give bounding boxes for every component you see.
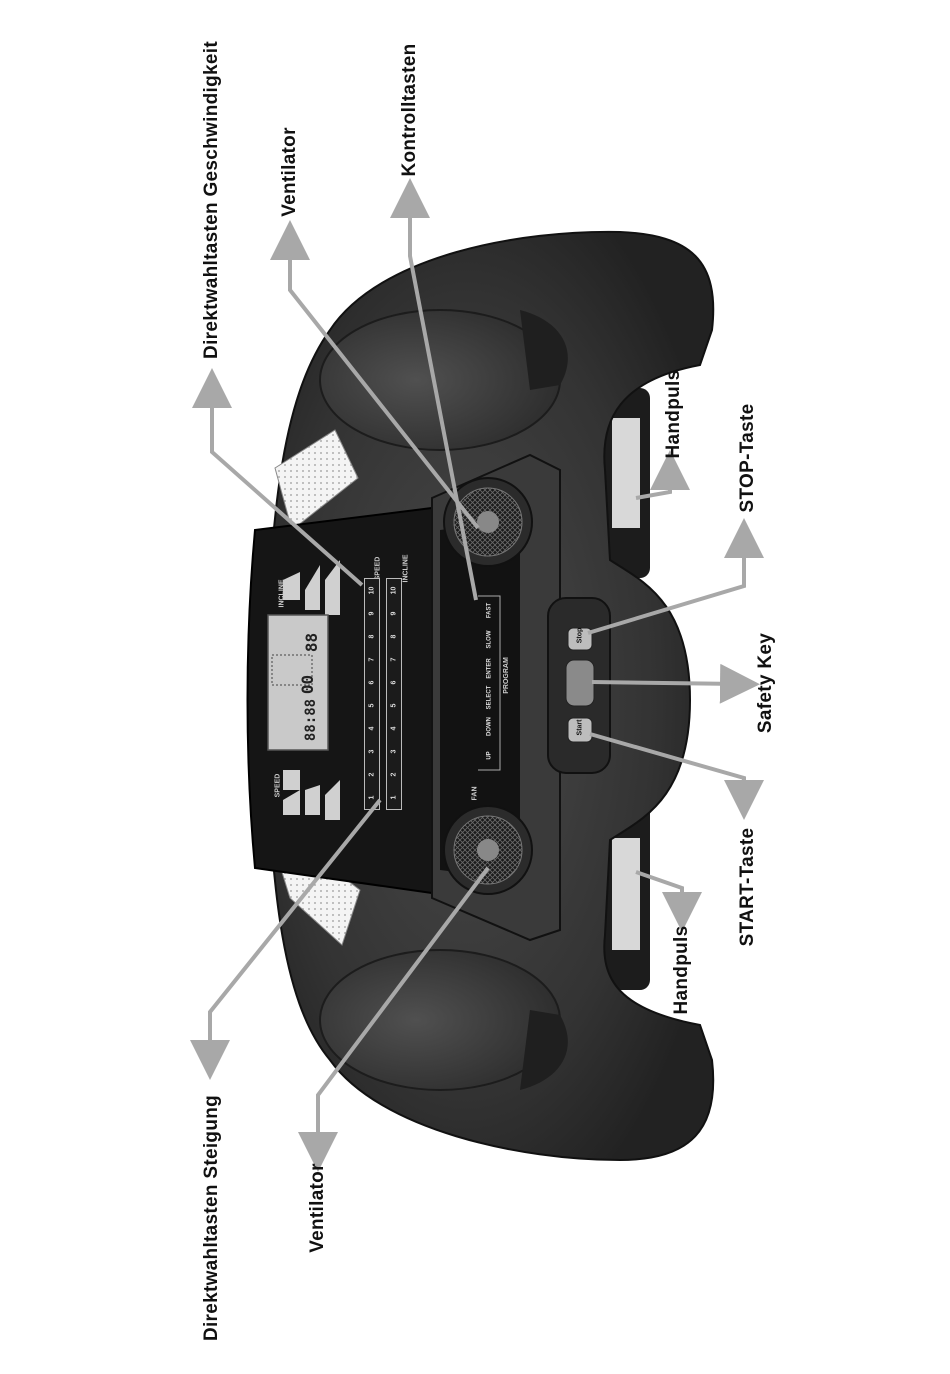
speed-key-3[interactable]: 3 [361, 745, 384, 759]
label-kontrolltasten: Kontrolltasten [399, 44, 421, 177]
incline-key-3[interactable]: 3 [383, 745, 406, 759]
incline-label-top: INCLINE [403, 555, 410, 583]
incline-key-6[interactable]: 6 [383, 676, 406, 690]
incline-key-10[interactable]: 10 [383, 584, 406, 598]
label-direktwahl-steigung: Direktwahltasten Steigung [201, 1095, 223, 1341]
lcd-readout-left: 88:88 [303, 699, 319, 741]
control-key-down[interactable]: DOWN [475, 716, 504, 738]
control-key-slow[interactable]: SLOW [475, 629, 504, 651]
speed-key-5[interactable]: 5 [361, 699, 384, 713]
incline-key-4[interactable]: 4 [383, 722, 406, 736]
control-key-fast[interactable]: FAST [475, 600, 504, 622]
control-key-enter[interactable]: ENTER [475, 658, 504, 680]
speed-key-9[interactable]: 9 [361, 607, 384, 621]
label-direktwahl-geschwindigkeit: Direktwahltasten Geschwindigkeit [201, 41, 223, 359]
control-key-up[interactable]: UP [475, 745, 504, 767]
incline-key-2[interactable]: 2 [383, 768, 406, 782]
speed-key-8[interactable]: 8 [361, 630, 384, 644]
label-ventilator-bottom: Ventilator [307, 1163, 329, 1253]
label-start-taste: START-Taste [737, 828, 759, 947]
stop-key-label: Stop [576, 628, 583, 644]
lcd-readout-right: 88 [302, 633, 321, 652]
incline-label-left: INCLINE [279, 580, 286, 608]
label-stop-taste: STOP-Taste [737, 404, 759, 513]
lcd-readout-mid: 00 [298, 675, 317, 694]
incline-key-9[interactable]: 9 [383, 607, 406, 621]
label-ventilator-top: Ventilator [279, 127, 301, 217]
speed-key-6[interactable]: 6 [361, 676, 384, 690]
speed-key-10[interactable]: 10 [361, 584, 384, 598]
speed-key-2[interactable]: 2 [361, 768, 384, 782]
speed-label-top: SPEED [374, 557, 381, 581]
speed-key-1[interactable]: 1 [361, 791, 384, 805]
speed-key-4[interactable]: 4 [361, 722, 384, 736]
label-safety-key: Safety Key [755, 633, 777, 733]
incline-key-7[interactable]: 7 [383, 653, 406, 667]
speed-label-left: SPEED [274, 774, 281, 798]
start-key-label: Start [576, 720, 583, 736]
fan-label: FAN [472, 787, 479, 801]
speed-key-7[interactable]: 7 [361, 653, 384, 667]
label-handpuls-top: Handpuls [663, 370, 685, 459]
control-key-select[interactable]: SELECT [475, 687, 504, 709]
program-label: PROGRAM [503, 657, 510, 694]
incline-key-1[interactable]: 1 [383, 791, 406, 805]
incline-key-8[interactable]: 8 [383, 630, 406, 644]
incline-key-5[interactable]: 5 [383, 699, 406, 713]
label-handpuls-bottom: Handpuls [671, 926, 693, 1015]
